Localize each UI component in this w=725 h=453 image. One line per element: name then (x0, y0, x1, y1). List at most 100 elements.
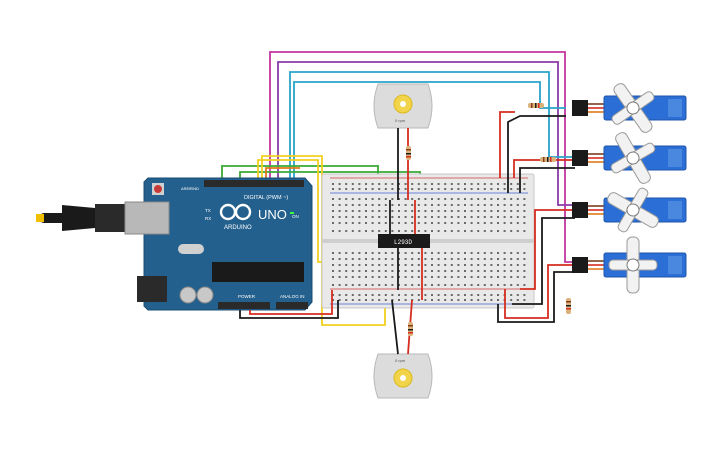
breadboard-hole[interactable] (477, 188, 480, 190)
breadboard-hole[interactable] (437, 264, 440, 266)
breadboard-hole[interactable] (371, 210, 374, 212)
breadboard-hole[interactable] (490, 183, 493, 185)
breadboard-hole[interactable] (497, 230, 499, 232)
breadboard-hole[interactable] (483, 258, 486, 260)
breadboard-hole[interactable] (384, 188, 387, 190)
breadboard-hole[interactable] (450, 183, 453, 185)
breadboard-hole[interactable] (378, 216, 381, 218)
breadboard-hole[interactable] (358, 188, 361, 190)
breadboard-hole[interactable] (464, 294, 466, 296)
breadboard-hole[interactable] (332, 222, 334, 224)
breadboard-hole[interactable] (411, 216, 414, 218)
breadboard-hole[interactable] (411, 198, 414, 200)
breadboard-hole[interactable] (477, 230, 480, 232)
breadboard-hole[interactable] (510, 258, 513, 260)
breadboard-hole[interactable] (437, 210, 440, 212)
breadboard-hole[interactable] (450, 270, 453, 272)
breadboard-hole[interactable] (470, 264, 473, 266)
servo-4[interactable] (572, 236, 687, 294)
breadboard-hole[interactable] (391, 264, 394, 266)
breadboard-hole[interactable] (470, 252, 473, 254)
breadboard-hole[interactable] (483, 222, 486, 224)
breadboard-hole[interactable] (490, 210, 493, 212)
breadboard-hole[interactable] (338, 210, 341, 212)
breadboard-hole[interactable] (490, 294, 493, 296)
breadboard-hole[interactable] (398, 294, 400, 296)
breadboard-hole[interactable] (437, 222, 440, 224)
breadboard-hole[interactable] (404, 276, 407, 278)
breadboard-hole[interactable] (404, 216, 407, 218)
breadboard-hole[interactable] (398, 264, 400, 266)
breadboard-hole[interactable] (483, 198, 486, 200)
wire-cyan-2[interactable] (293, 81, 566, 180)
breadboard-hole[interactable] (523, 258, 526, 260)
breadboard-hole[interactable] (404, 230, 407, 232)
breadboard-hole[interactable] (351, 294, 354, 296)
resistor-servo-2[interactable] (540, 157, 556, 162)
breadboard-hole[interactable] (483, 230, 486, 232)
breadboard-hole[interactable] (470, 294, 473, 296)
breadboard-hole[interactable] (358, 216, 361, 218)
breadboard-hole[interactable] (490, 216, 493, 218)
breadboard-hole[interactable] (332, 183, 334, 185)
breadboard-hole[interactable] (510, 204, 513, 206)
breadboard-hole[interactable] (338, 264, 341, 266)
breadboard-hole[interactable] (398, 204, 400, 206)
breadboard-hole[interactable] (404, 204, 407, 206)
breadboard-hole[interactable] (351, 270, 354, 272)
breadboard-hole[interactable] (398, 188, 400, 190)
breadboard-hole[interactable] (503, 183, 506, 185)
breadboard-hole[interactable] (457, 210, 460, 212)
breadboard-hole[interactable] (457, 222, 460, 224)
breadboard-hole[interactable] (516, 284, 519, 286)
breadboard-hole[interactable] (490, 204, 493, 206)
breadboard-hole[interactable] (384, 222, 387, 224)
breadboard-hole[interactable] (464, 210, 466, 212)
breadboard-hole[interactable] (398, 270, 400, 272)
breadboard-hole[interactable] (404, 294, 407, 296)
breadboard-hole[interactable] (391, 216, 394, 218)
breadboard-hole[interactable] (510, 230, 513, 232)
breadboard-hole[interactable] (411, 222, 414, 224)
breadboard-hole[interactable] (371, 299, 374, 301)
breadboard-hole[interactable] (503, 188, 506, 190)
breadboard-hole[interactable] (411, 264, 414, 266)
breadboard-hole[interactable] (523, 299, 526, 301)
breadboard-hole[interactable] (358, 276, 361, 278)
breadboard-hole[interactable] (477, 264, 480, 266)
breadboard-hole[interactable] (351, 188, 354, 190)
breadboard-hole[interactable] (464, 284, 466, 286)
breadboard-hole[interactable] (431, 204, 433, 206)
breadboard-hole[interactable] (497, 276, 499, 278)
breadboard-hole[interactable] (358, 198, 361, 200)
breadboard-hole[interactable] (371, 188, 374, 190)
breadboard-hole[interactable] (497, 222, 499, 224)
breadboard-hole[interactable] (384, 216, 387, 218)
breadboard-hole[interactable] (477, 210, 480, 212)
breadboard-hole[interactable] (497, 204, 499, 206)
breadboard-hole[interactable] (391, 198, 394, 200)
breadboard-hole[interactable] (398, 183, 400, 185)
breadboard-hole[interactable] (384, 252, 387, 254)
breadboard-hole[interactable] (483, 188, 486, 190)
breadboard-hole[interactable] (424, 216, 427, 218)
breadboard-hole[interactable] (490, 299, 493, 301)
breadboard-hole[interactable] (424, 198, 427, 200)
breadboard-hole[interactable] (444, 258, 447, 260)
breadboard-hole[interactable] (378, 270, 381, 272)
breadboard-hole[interactable] (417, 204, 420, 206)
breadboard-hole[interactable] (450, 210, 453, 212)
breadboard-hole[interactable] (483, 210, 486, 212)
breadboard-hole[interactable] (332, 284, 334, 286)
breadboard-hole[interactable] (411, 294, 414, 296)
breadboard-hole[interactable] (398, 284, 400, 286)
breadboard-hole[interactable] (398, 276, 400, 278)
breadboard-hole[interactable] (371, 183, 374, 185)
breadboard-hole[interactable] (464, 230, 466, 232)
breadboard-hole[interactable] (384, 230, 387, 232)
breadboard-hole[interactable] (450, 222, 453, 224)
breadboard-hole[interactable] (351, 252, 354, 254)
breadboard-hole[interactable] (450, 230, 453, 232)
breadboard-hole[interactable] (464, 258, 466, 260)
breadboard-hole[interactable] (503, 198, 506, 200)
